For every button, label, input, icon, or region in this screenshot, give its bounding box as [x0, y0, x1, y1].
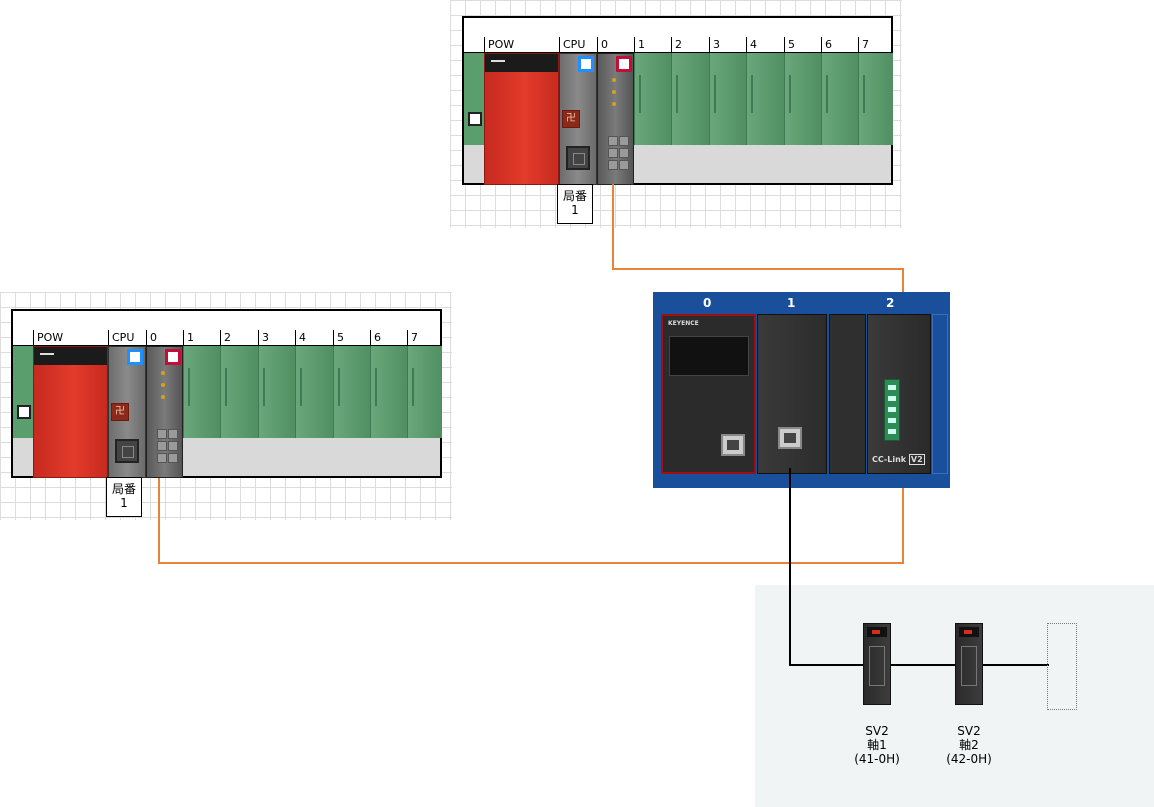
empty-slot-7[interactable]: [407, 346, 442, 438]
slot-label-6: 6: [821, 37, 858, 52]
link-cable-left-vertical[interactable]: [158, 478, 160, 564]
empty-slot-1[interactable]: [634, 53, 671, 145]
cpu-mark-icon: 卍: [562, 110, 580, 128]
kv-slot-number-2: 2: [886, 296, 895, 310]
network-module-slot-0[interactable]: [597, 53, 634, 185]
slot-label-2: 2: [671, 37, 709, 52]
slot-label-1: 1: [634, 37, 671, 52]
ethernet-port-icon: [721, 434, 745, 456]
cpu-module[interactable]: 卍: [108, 346, 146, 478]
empty-slot-6[interactable]: [821, 53, 858, 145]
servo-network-area: [755, 585, 1154, 807]
cpu-marker-icon[interactable]: [127, 349, 143, 365]
slot-header: POW CPU 0 1 2 3 4 5 6 7: [13, 330, 440, 346]
empty-slot-3[interactable]: [709, 53, 746, 145]
empty-slot-2[interactable]: [220, 346, 258, 438]
io-slot-area: [183, 346, 442, 438]
slot-label-3: 3: [709, 37, 746, 52]
cpu-port-icon: [566, 146, 590, 170]
ethernet-port-icon: [778, 427, 802, 449]
slot-label-7: 7: [858, 37, 893, 52]
cpu-module[interactable]: 卍: [559, 53, 597, 185]
servo-amp-axis-2[interactable]: [955, 623, 983, 705]
plc-rack-top[interactable]: POW CPU 0 1 2 3 4 5 6 7 卍: [462, 16, 893, 185]
empty-slot-1[interactable]: [183, 346, 220, 438]
empty-servo-slot[interactable]: [1047, 623, 1077, 710]
empty-slot-6[interactable]: [370, 346, 407, 438]
io-slot-area: [13, 346, 33, 438]
empty-slot-2[interactable]: [671, 53, 709, 145]
slot-label-5: 5: [784, 37, 821, 52]
kv-cpu-module[interactable]: KEYENCE: [661, 314, 756, 474]
slot-label-cpu: CPU: [559, 37, 597, 52]
servo-label-axis-2: SV2 軸2 (42-0H): [946, 724, 992, 766]
io-slot-area: [634, 53, 893, 145]
slot-label-5: 5: [333, 330, 370, 345]
empty-slot-4[interactable]: [295, 346, 333, 438]
network-module-slot-0[interactable]: [146, 346, 183, 478]
kv-end-cover: [932, 314, 948, 474]
kv-module-1[interactable]: [757, 314, 827, 474]
power-module[interactable]: [484, 53, 559, 185]
cpu-marker-icon[interactable]: [578, 56, 594, 72]
kv-slot-number-0: 0: [703, 296, 712, 310]
module-marker-icon[interactable]: [165, 349, 181, 365]
empty-slot-7[interactable]: [858, 53, 893, 145]
kv-controller-unit[interactable]: 0 1 2 KEYENCE CC-Link V2: [653, 292, 950, 488]
rack-body: 卍: [13, 346, 442, 478]
slot-label-pow: POW: [33, 330, 108, 345]
cc-link-module[interactable]: CC-Link V2: [867, 314, 931, 474]
empty-slot-4[interactable]: [746, 53, 784, 145]
station-number-top[interactable]: 局番 1: [557, 184, 593, 224]
slot-label-1: 1: [183, 330, 220, 345]
terminal-block-icon: [884, 379, 900, 441]
link-cable-left-horizontal[interactable]: [158, 562, 904, 564]
rack-marker-icon[interactable]: [17, 405, 31, 419]
slot-label-6: 6: [370, 330, 407, 345]
slot-label-2: 2: [220, 330, 258, 345]
brand-logo: KEYENCE: [668, 320, 699, 327]
station-number-left[interactable]: 局番 1: [106, 477, 142, 517]
slot-label-3: 3: [258, 330, 295, 345]
slot-label-7: 7: [407, 330, 442, 345]
slot-label-4: 4: [746, 37, 784, 52]
empty-slot-3[interactable]: [258, 346, 295, 438]
kv-module-spacer[interactable]: [829, 314, 866, 474]
link-cable-top-vertical[interactable]: [612, 184, 614, 270]
link-cable-top-horizontal[interactable]: [612, 268, 904, 270]
slot-label-0: 0: [146, 330, 183, 345]
slot-label-4: 4: [295, 330, 333, 345]
power-module[interactable]: [33, 346, 108, 478]
servo-label-axis-1: SV2 軸1 (41-0H): [854, 724, 900, 766]
slot-label-0: 0: [597, 37, 634, 52]
rack-body: 卍: [464, 53, 893, 185]
slot-label-pow: POW: [484, 37, 559, 52]
plc-rack-left[interactable]: POW CPU 0 1 2 3 4 5 6 7 卍: [11, 309, 442, 478]
kv-display: [669, 336, 749, 376]
io-slot-area: [464, 53, 484, 145]
cpu-port-icon: [115, 439, 139, 463]
module-marker-icon[interactable]: [616, 56, 632, 72]
link-cable-left-rise[interactable]: [902, 470, 904, 564]
rack-marker-icon[interactable]: [468, 112, 482, 126]
kv-slot-number-1: 1: [787, 296, 796, 310]
slot-header: POW CPU 0 1 2 3 4 5 6 7: [464, 37, 891, 53]
cpu-mark-icon: 卍: [111, 403, 129, 421]
ethernet-cable-vertical[interactable]: [789, 468, 791, 666]
slot-label-cpu: CPU: [108, 330, 146, 345]
empty-slot-5[interactable]: [333, 346, 370, 438]
servo-amp-axis-1[interactable]: [863, 623, 891, 705]
ethernet-cable-horizontal[interactable]: [789, 664, 1049, 666]
cc-link-logo: CC-Link V2: [872, 454, 925, 465]
empty-slot-5[interactable]: [784, 53, 821, 145]
